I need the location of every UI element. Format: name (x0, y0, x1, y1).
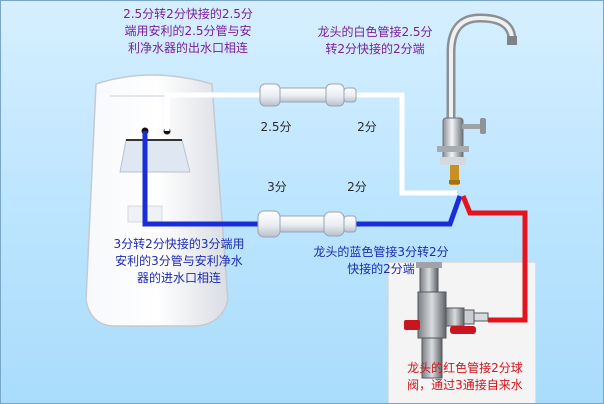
blue-quick-connector (258, 211, 356, 237)
blue-tube-faucet-side (354, 196, 460, 224)
white-tube-faucet-side (354, 95, 457, 193)
label-faucet-white-tube: 龙头的白色管接2.5分 转2分快接的2分端 (296, 24, 454, 58)
water-purifier-unit (86, 75, 228, 326)
blue-connector-size-left: 3分 (262, 180, 292, 194)
white-quick-connector (260, 84, 356, 106)
label-white-connector-outlet: 2.5分转2分快接的2.5分 端用安利的2.5分管与安 利净水器的出水口相连 (103, 6, 273, 57)
purifier-top-cap (120, 140, 190, 172)
label-faucet-blue-tube: 龙头的蓝色管接3分转2分 快接的2分端 (296, 244, 466, 278)
blue-connector-size-right: 2分 (342, 180, 372, 194)
white-connector-size-right: 2分 (352, 120, 382, 134)
label-faucet-red-tube: 龙头的红色管接2分球 阀，通过3通接自来水 (392, 360, 538, 394)
red-tube (463, 196, 525, 320)
white-connector-size-left: 2.5分 (256, 120, 296, 134)
label-blue-connector-inlet: 3分转2分快接的3分端用 安利的3分管与安利净水 器的进水口相连 (96, 236, 262, 287)
